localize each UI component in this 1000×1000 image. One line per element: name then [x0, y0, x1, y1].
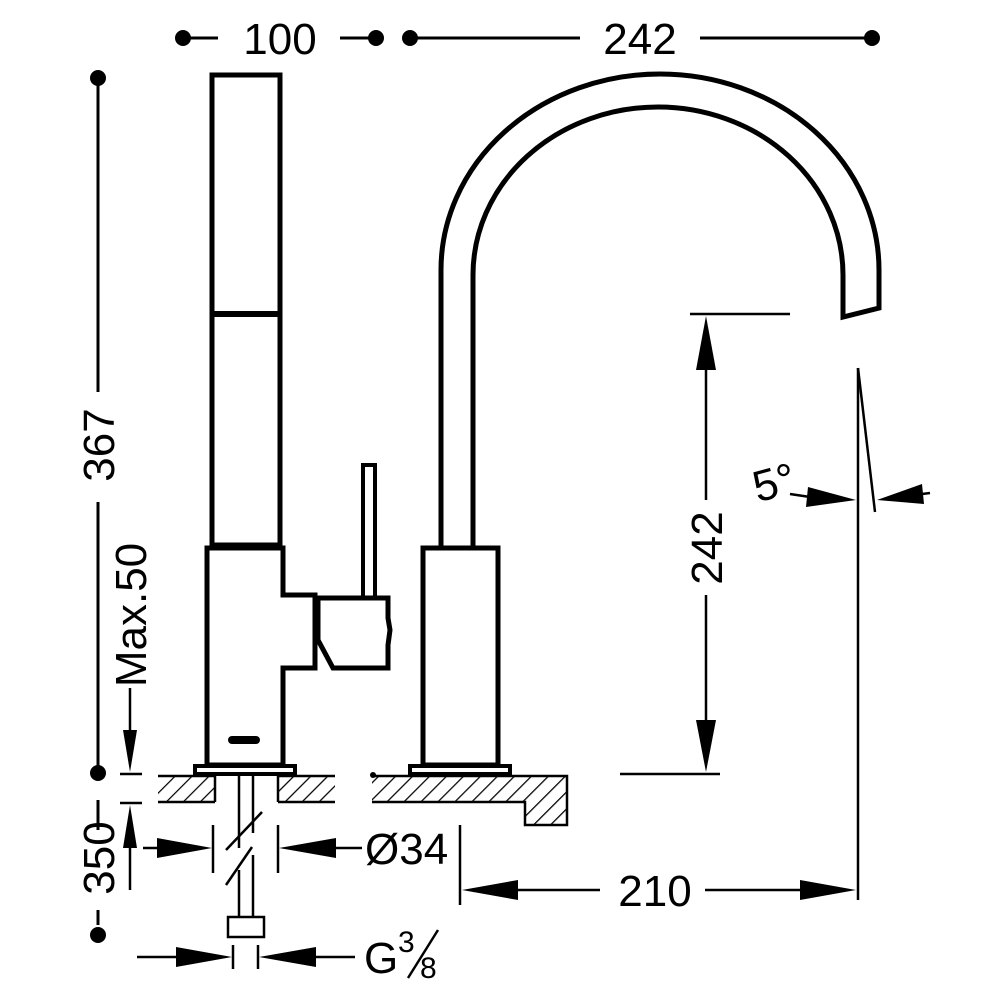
gooseneck-spout	[438, 71, 882, 548]
spout-column	[209, 72, 283, 548]
dim-handle-width: 100	[175, 15, 384, 64]
dim-label-100: 100	[243, 15, 316, 64]
dim-hole-diameter: Ø34	[143, 825, 448, 874]
countertop	[158, 772, 569, 827]
dim-spout-reach: 210	[458, 825, 856, 916]
dim-label-34: Ø34	[365, 825, 448, 874]
dim-label-350: 350	[75, 821, 124, 894]
faucet-side-view	[193, 72, 393, 776]
base-plate	[193, 764, 297, 776]
front-body	[420, 545, 501, 768]
thread-label-numerator: 3	[398, 926, 415, 959]
lever-rod	[361, 463, 377, 600]
faucet-front-view	[408, 71, 882, 776]
dim-label-angle: 5°	[748, 454, 801, 512]
faucet-body	[204, 545, 318, 768]
dim-angle: 5°	[748, 367, 931, 900]
thread-label-denominator: 8	[420, 952, 437, 985]
dim-thread: G 3 8	[137, 926, 440, 985]
dim-spout-reach-top: 242	[402, 15, 880, 64]
dim-label-max50: Max.50	[107, 543, 156, 687]
dim-label-367: 367	[75, 408, 124, 481]
supply-hose	[224, 776, 266, 939]
dim-label-242-side: 242	[683, 511, 732, 584]
front-base-plate	[408, 764, 512, 776]
dim-total-height: 367	[75, 70, 124, 781]
lever-handle	[315, 595, 393, 671]
thread-label-g: G	[364, 934, 398, 983]
dim-spout-height: 242	[620, 312, 790, 776]
thread-fitting	[226, 915, 266, 939]
dim-label-242-top: 242	[603, 15, 676, 64]
dim-max-thickness: Max.50	[107, 543, 156, 890]
dim-hose-length: 350	[75, 800, 124, 943]
dim-label-210: 210	[618, 867, 691, 916]
